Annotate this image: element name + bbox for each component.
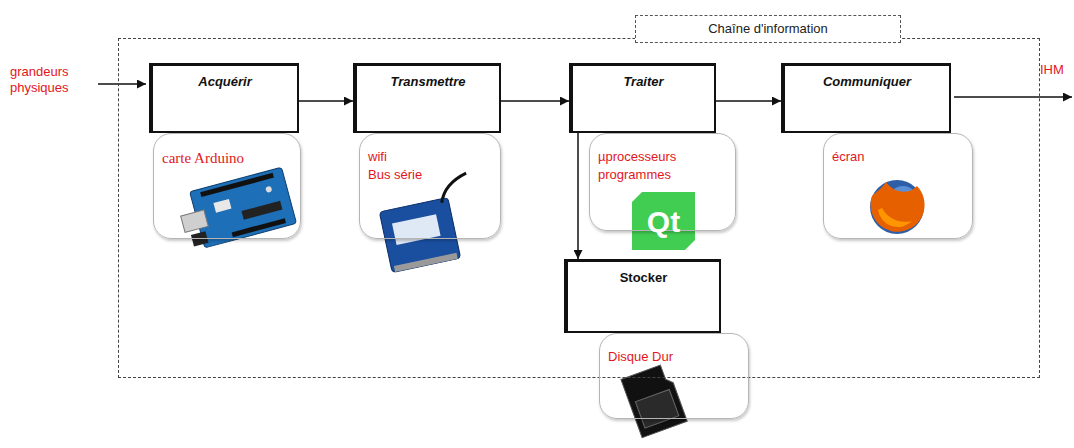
- function-name: Communiquer: [785, 66, 949, 89]
- arduino-board: [200, 173, 274, 197]
- microsd-card: [635, 389, 678, 428]
- flow-arrow: [716, 100, 781, 102]
- component-name: µprocesseurs programmes: [598, 148, 708, 183]
- function-box: Acquérir: [149, 63, 299, 133]
- arduino-board: [190, 167, 297, 248]
- flow-arrow: [299, 100, 353, 102]
- xbee-module: [394, 253, 458, 272]
- function-box: Stocker: [564, 259, 721, 333]
- function-box: Communiquer: [781, 63, 951, 133]
- component-box: carte Arduino: [153, 133, 301, 239]
- component-name: wifi: [368, 148, 492, 166]
- flow-arrow: [577, 133, 579, 259]
- chain-frame: Chaîne d'informationAcquérircarte Arduin…: [118, 38, 1040, 378]
- arduino-board: [175, 167, 296, 251]
- qt-logo: [632, 192, 695, 250]
- arduino-board: [265, 186, 272, 193]
- component-name: Bus série: [368, 166, 492, 184]
- arduino-board: [241, 201, 282, 220]
- firefox-logo: [870, 180, 924, 234]
- firefox-logo: [871, 182, 925, 232]
- arduino-board: [181, 210, 209, 233]
- firefox-logo: [878, 208, 912, 227]
- input-arrow: [98, 83, 146, 85]
- firefox-logo: [870, 180, 925, 234]
- xbee-module: [392, 214, 441, 245]
- arduino-board: [213, 199, 231, 213]
- component-name: Disque Dur: [608, 348, 740, 366]
- component-box: Disque Dur: [599, 333, 749, 419]
- qt-logo: [632, 192, 695, 250]
- component-box: écran: [823, 133, 973, 239]
- component-box: wifiBus série: [359, 133, 501, 239]
- arduino-board: [232, 218, 286, 237]
- microsd-card: [621, 363, 687, 438]
- xbee-module: [437, 173, 471, 203]
- function-name: Transmettre: [357, 66, 499, 89]
- function-name: Acquérir: [153, 66, 297, 89]
- xbee-module: [375, 173, 483, 273]
- component-name: écran: [832, 148, 964, 166]
- component-name: carte Arduino: [162, 148, 292, 168]
- function-box: Transmettre: [353, 63, 501, 133]
- output-label: IHM: [1040, 62, 1064, 78]
- microsd-card: [621, 363, 687, 438]
- input-label: grandeurs physiques: [10, 64, 100, 97]
- function-name: Stocker: [568, 262, 719, 285]
- chain-title: Chaîne d'information: [635, 15, 901, 43]
- flow-arrow: [501, 100, 569, 102]
- xbee-module: [379, 197, 460, 272]
- logo-text: Qt: [632, 200, 695, 244]
- function-name: Traiter: [573, 66, 714, 89]
- function-box: Traiter: [569, 63, 716, 133]
- output-arrow: [954, 96, 1072, 98]
